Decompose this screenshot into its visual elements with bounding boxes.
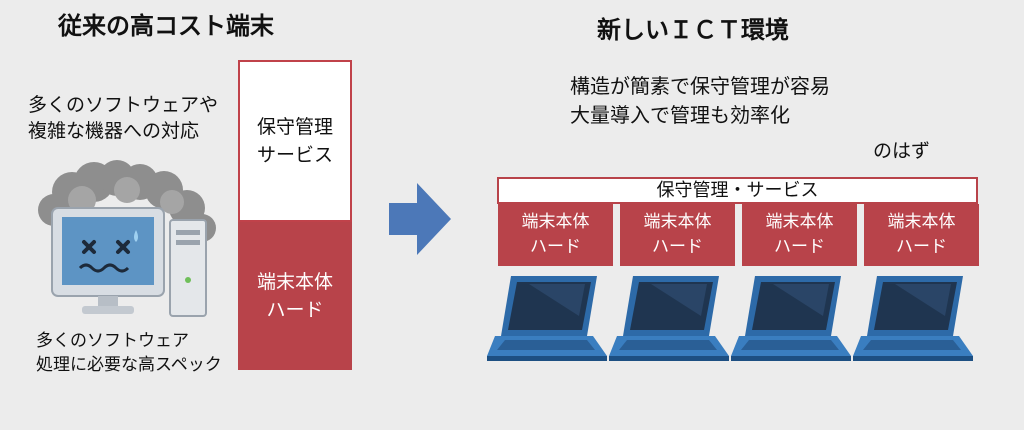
left-note-top: 多くのソフトウェアや 複雑な機器への対応 <box>28 92 218 144</box>
right-desc: 構造が簡素で保守管理が容易 大量導入で管理も効率化 <box>570 72 830 130</box>
hardware-unit-line-1: 端末本体 <box>765 212 834 232</box>
hardware-unit: 端末本体 ハード <box>498 204 613 266</box>
hardware-box: 端末本体 ハード <box>238 222 352 370</box>
hardware-unit-line-2: ハード <box>896 237 947 257</box>
left-note-top-line-2: 複雑な機器への対応 <box>28 120 200 142</box>
hardware-unit: 端末本体 ハード <box>620 204 735 266</box>
hardware-unit: 端末本体 ハード <box>742 204 857 266</box>
right-arrow-icon <box>389 183 451 255</box>
hardware-unit-line-1: 端末本体 <box>521 212 590 232</box>
laptop-icon <box>487 276 607 361</box>
aside-text: のはず <box>873 140 931 162</box>
laptop-icon <box>853 276 973 361</box>
hardware-unit-line-1: 端末本体 <box>887 212 956 232</box>
broken-computer-icon <box>38 160 216 317</box>
hardware-unit-line-2: ハード <box>652 237 703 257</box>
right-desc-line-1: 構造が簡素で保守管理が容易 <box>570 74 830 98</box>
laptop-icon <box>609 276 729 361</box>
left-note-bottom-line-1: 多くのソフトウェア <box>36 331 189 351</box>
left-note-top-line-1: 多くのソフトウェアや <box>28 94 219 116</box>
hardware-unit-line-2: ハード <box>774 237 825 257</box>
right-desc-line-2: 大量導入で管理も効率化 <box>570 103 790 127</box>
hardware-box-line-2: ハード <box>266 299 324 321</box>
service-box: 保守管理 サービス <box>238 60 352 222</box>
hardware-box-line-1: 端末本体 <box>256 271 333 293</box>
service-box-line-1: 保守管理 <box>256 116 333 138</box>
service-box-line-2: サービス <box>256 144 333 166</box>
service-bar: 保守管理・サービス <box>497 177 978 204</box>
hardware-unit: 端末本体 ハード <box>864 204 979 266</box>
left-note-bottom-line-2: 処理に必要な高スペック <box>36 355 222 375</box>
hardware-unit-line-2: ハード <box>530 237 581 257</box>
hardware-unit-line-1: 端末本体 <box>643 212 712 232</box>
left-title: 従来の高コスト端末 <box>58 12 274 40</box>
laptop-icon <box>731 276 851 361</box>
right-title: 新しいＩＣＴ環境 <box>597 16 789 44</box>
left-note-bottom: 多くのソフトウェア 処理に必要な高スペック <box>36 329 222 377</box>
